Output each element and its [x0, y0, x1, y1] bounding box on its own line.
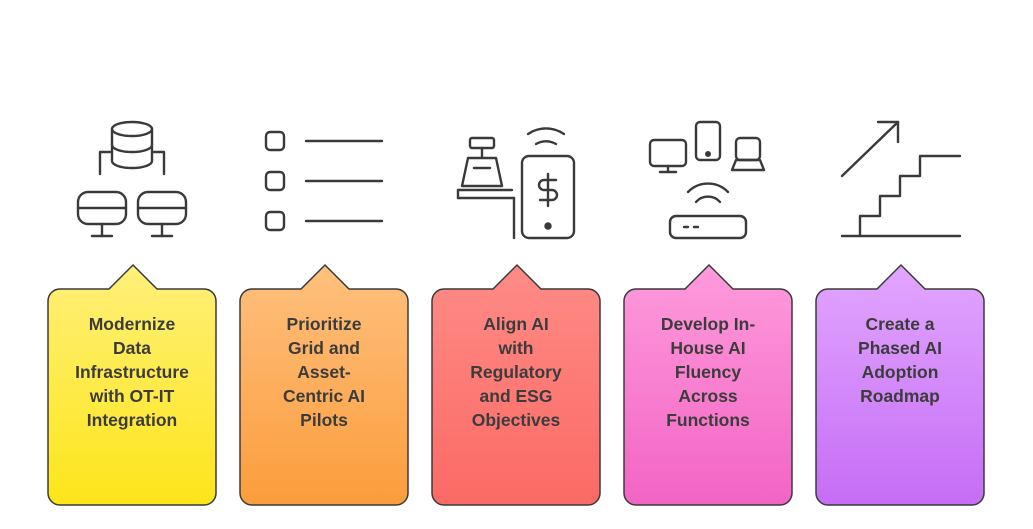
checklist-icon — [254, 112, 394, 247]
step-card-shape — [623, 263, 793, 506]
step-card-2: Prioritize Grid and Asset- Centric AI Pi… — [239, 262, 409, 506]
step-card-3: Align AI with Regulatory and ESG Objecti… — [431, 262, 601, 506]
step-card-shape — [239, 263, 409, 506]
step-card-5: Create a Phased AI Adoption Roadmap — [815, 262, 985, 506]
step-label: Create a Phased AI Adoption Roadmap — [858, 314, 942, 406]
connected-devices-router-icon — [638, 112, 778, 247]
staircase-growth-icon — [830, 112, 970, 247]
step-card-1: Modernize Data Infrastructure with OT-IT… — [47, 262, 217, 506]
step-card-shape — [431, 263, 601, 506]
database-network-icon — [62, 112, 202, 247]
step-label: Prioritize Grid and Asset- Centric AI Pi… — [282, 314, 365, 430]
cash-register-mobile-payment-icon — [446, 112, 586, 247]
step-card-shape — [47, 263, 217, 506]
step-label: Modernize Data Infrastructure with OT-IT… — [75, 314, 189, 430]
step-card-shape — [815, 263, 985, 506]
step-label: Develop In- House AI Fluency Across Func… — [660, 314, 756, 430]
step-card-4: Develop In- House AI Fluency Across Func… — [623, 262, 793, 506]
step-label: Align AI with Regulatory and ESG Objecti… — [470, 314, 562, 430]
